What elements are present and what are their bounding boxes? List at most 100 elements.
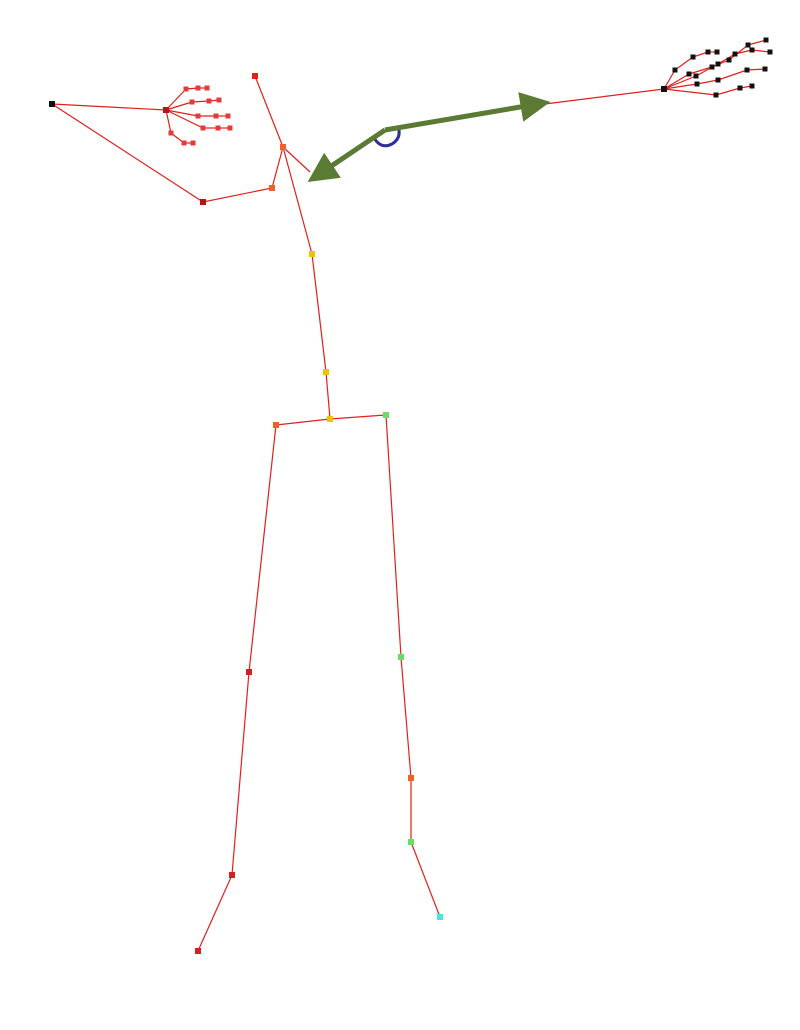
- joint-neck: [280, 144, 286, 150]
- joint-left-foot: [437, 914, 443, 920]
- right-hand-finger-bone: [674, 56, 694, 71]
- right-hand-finger-joint: [709, 64, 715, 70]
- bone-extra-1: [544, 88, 665, 105]
- left-hand-finger-joint: [204, 85, 210, 91]
- right-hand-finger-bone: [717, 69, 748, 81]
- left-hand-finger-bone: [165, 109, 172, 134]
- joint-right-wrist: [49, 101, 55, 107]
- right-hand-finger-joint: [749, 83, 755, 89]
- right-hand-finger-bone: [663, 88, 717, 96]
- bone-neck-to-spine-upper: [282, 146, 313, 255]
- right-hand-finger-joint: [737, 85, 743, 91]
- left-hand-finger-bone: [165, 109, 199, 117]
- right-hand-finger-bone: [728, 44, 749, 61]
- joint-right-hand-root: [163, 107, 169, 113]
- arrow-to-arm: [384, 92, 551, 133]
- joint-right-elbow: [200, 199, 206, 205]
- right-hand-finger-bone: [696, 79, 719, 85]
- bone-left-hip-to-left-knee: [385, 414, 402, 658]
- left-hand-finger-joint: [190, 140, 196, 146]
- right-hand-finger-bone: [751, 49, 771, 53]
- joint-spine-upper: [309, 251, 315, 257]
- joint-right-shoulder: [269, 185, 275, 191]
- joint-left-ankle: [408, 839, 414, 845]
- right-hand-finger-bone: [746, 68, 766, 71]
- left-hand-finger-joint: [206, 98, 212, 104]
- left-hand-finger-joint: [200, 125, 206, 131]
- left-hand-finger-joint: [189, 99, 195, 105]
- bone-neck-to-right-shoulder: [271, 146, 284, 189]
- angle-arc: [371, 125, 401, 148]
- joint-right-ankle: [229, 872, 235, 878]
- bones-group: [51, 39, 771, 952]
- right-hand-finger-bone: [663, 69, 676, 90]
- right-hand-finger-bone: [747, 39, 767, 46]
- left-hand-finger-joint: [168, 130, 174, 136]
- right-hand-finger-joint: [762, 66, 768, 72]
- right-hand-finger-joint: [767, 49, 773, 55]
- joint-left-hand-root: [661, 86, 667, 92]
- bone-left-ankle-to-left-foot: [410, 841, 441, 918]
- right-hand-finger-joint: [763, 37, 769, 43]
- joint-left-hip: [383, 412, 389, 418]
- right-hand-finger-bone: [695, 63, 719, 77]
- right-hand-finger-joint: [694, 81, 700, 87]
- right-hand-finger-joint: [693, 73, 699, 79]
- left-hand-finger-joint: [215, 125, 221, 131]
- right-hand-finger-joint: [690, 54, 696, 60]
- right-hand-finger-joint: [705, 49, 711, 55]
- left-hand-finger-bone: [165, 109, 204, 129]
- right-hand-finger-bone: [663, 83, 698, 90]
- right-hand-finger-bone: [734, 49, 753, 55]
- right-hand-finger-joint: [749, 47, 755, 53]
- joint-head-top: [252, 73, 258, 79]
- right-hand-finger-joint: [672, 67, 678, 73]
- left-hand-finger-joint: [213, 113, 219, 119]
- right-hand-finger-joint: [713, 92, 719, 98]
- joint-left-knee: [398, 654, 404, 660]
- right-hand-finger-joint: [715, 61, 721, 67]
- joint-right-knee: [246, 669, 252, 675]
- joint-right-hip: [273, 422, 279, 428]
- joint-right-foot: [195, 948, 201, 954]
- joints-group: [49, 37, 773, 954]
- left-hand-finger-bone: [165, 88, 187, 111]
- bone-spine-upper-to-spine-lower: [311, 253, 327, 373]
- bone-pelvis-to-left-hip: [329, 414, 387, 420]
- joint-left-shin: [408, 775, 414, 781]
- left-hand-finger-joint: [181, 140, 187, 146]
- left-hand-finger-joint: [195, 85, 201, 91]
- left-hand-finger-joint: [225, 113, 231, 119]
- bone-head-top-to-neck: [254, 75, 284, 148]
- left-hand-finger-joint: [195, 113, 201, 119]
- right-hand-finger-joint: [686, 71, 692, 77]
- right-hand-finger-joint: [732, 51, 738, 57]
- right-hand-finger-joint: [714, 49, 720, 55]
- bone-right-wrist-to-right-hand-root: [51, 103, 167, 111]
- left-hand-finger-bone: [165, 101, 193, 111]
- right-hand-finger-bone: [715, 87, 741, 96]
- left-hand-finger-joint: [216, 97, 222, 103]
- bone-right-ankle-to-right-foot: [197, 874, 233, 952]
- bone-right-elbow-to-right-wrist: [51, 103, 204, 203]
- arrow-to-torso: [307, 127, 387, 182]
- bone-spine-lower-to-pelvis: [325, 371, 331, 420]
- bone-right-knee-to-right-ankle: [231, 671, 250, 876]
- right-hand-finger-bone: [663, 73, 690, 90]
- angle-annotation: [307, 92, 551, 182]
- right-hand-finger-joint: [745, 42, 751, 48]
- joint-pelvis: [327, 416, 333, 422]
- joint-spine-lower: [323, 369, 329, 375]
- right-hand-finger-bone: [663, 75, 697, 90]
- bone-pelvis-to-right-hip: [275, 418, 331, 426]
- right-hand-finger-joint: [726, 57, 732, 63]
- bone-right-hip-to-right-knee: [248, 424, 277, 673]
- bone-right-shoulder-to-right-elbow: [202, 187, 273, 203]
- right-hand-finger-bone: [688, 66, 713, 75]
- bone-left-knee-to-left-shin: [400, 656, 412, 779]
- bone-extra-0: [282, 146, 311, 173]
- left-hand-finger-bone: [191, 100, 210, 103]
- left-hand-finger-joint: [227, 125, 233, 131]
- right-hand-finger-joint: [744, 67, 750, 73]
